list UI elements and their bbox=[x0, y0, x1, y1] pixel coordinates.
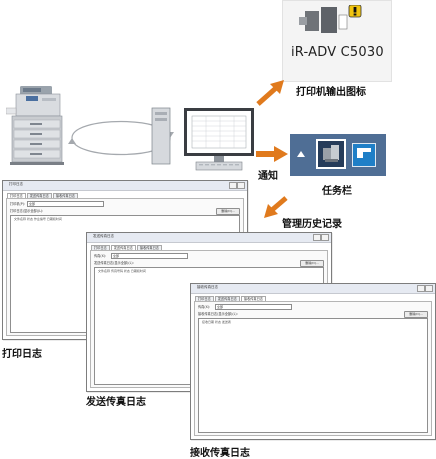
list-label: 接收传真日志(显示全部)(L): bbox=[198, 312, 238, 316]
window-titlebar: 接收传真日志 bbox=[191, 284, 435, 294]
computer-illustration bbox=[151, 107, 254, 171]
arrow-to-taskbar bbox=[256, 146, 288, 162]
fax-dropdown[interactable]: 全部 bbox=[215, 303, 292, 310]
receive-fax-log-window: 接收传真日志 打印日志发送传真日志接收传真日志 传真(X): 全部 接收传真日志… bbox=[190, 283, 436, 440]
printer-icon bbox=[299, 5, 362, 33]
taskbar bbox=[290, 134, 386, 176]
window-title: 发送传真日志 bbox=[93, 234, 114, 238]
maximize-button[interactable] bbox=[229, 182, 237, 189]
printer-output-icon-panel: iR-ADV C5030 bbox=[282, 0, 392, 82]
alert-icon bbox=[353, 7, 357, 16]
fax-dropdown[interactable]: 全部 bbox=[111, 252, 188, 259]
print-log-caption: 打印日志 bbox=[2, 349, 42, 360]
field-label: 传真(X): bbox=[198, 305, 211, 309]
printer-output-icon-caption: 打印机输出图标 bbox=[296, 87, 366, 98]
field-label: 打印机(P): bbox=[10, 202, 26, 206]
printer-tray-icon[interactable] bbox=[316, 139, 346, 169]
list-label: 打印日志(显示全部)(L): bbox=[10, 209, 44, 213]
window-title: 打印日志 bbox=[9, 182, 23, 186]
field-label: 传真(X): bbox=[94, 254, 107, 258]
window-titlebar: 发送传真日志 bbox=[87, 233, 331, 243]
close-button[interactable] bbox=[425, 285, 433, 292]
list-header: 接收日期 状态 发送者 bbox=[202, 320, 231, 324]
chevron-up-icon[interactable] bbox=[296, 150, 306, 158]
arrow-to-history bbox=[264, 196, 288, 218]
list-header: 文件名称 状态 作业编号 日期和时间 bbox=[14, 217, 62, 221]
list-label: 发送传真日志(显示全部)(L): bbox=[94, 261, 134, 265]
printer-icon bbox=[323, 145, 339, 162]
list-header: 文件名称 传真号码 状态 日期和时间 bbox=[98, 269, 146, 273]
maximize-button[interactable] bbox=[313, 234, 321, 241]
history-caption: 管理历史记录 bbox=[282, 219, 342, 230]
tab-panel: 传真(X): 全部 接收传真日志(显示全部)(L): 删除(D)... 接收日期… bbox=[194, 301, 432, 436]
delete-button[interactable]: 删除(D)... bbox=[404, 311, 428, 318]
close-button[interactable] bbox=[237, 182, 245, 189]
delete-button[interactable]: 删除(D)... bbox=[300, 260, 324, 267]
printer-device-illustration bbox=[6, 86, 64, 165]
log-list[interactable]: 接收日期 状态 发送者 bbox=[198, 318, 428, 433]
send-fax-log-caption: 发送传真日志 bbox=[86, 397, 146, 408]
notify-label: 通知 bbox=[258, 171, 278, 182]
model-name: iR-ADV C5030 bbox=[291, 45, 384, 60]
maximize-button[interactable] bbox=[417, 285, 425, 292]
taskbar-caption: 任务栏 bbox=[322, 186, 352, 197]
window-titlebar: 打印日志 bbox=[3, 181, 247, 191]
printer-dropdown[interactable]: 全部 bbox=[27, 200, 104, 207]
close-button[interactable] bbox=[321, 234, 329, 241]
receive-fax-log-caption: 接收传真日志 bbox=[190, 448, 250, 459]
window-tray-icon[interactable] bbox=[352, 143, 376, 167]
delete-button[interactable]: 删除(D)... bbox=[216, 208, 240, 215]
window-title: 接收传真日志 bbox=[197, 285, 218, 289]
arrow-to-icon bbox=[256, 80, 284, 106]
